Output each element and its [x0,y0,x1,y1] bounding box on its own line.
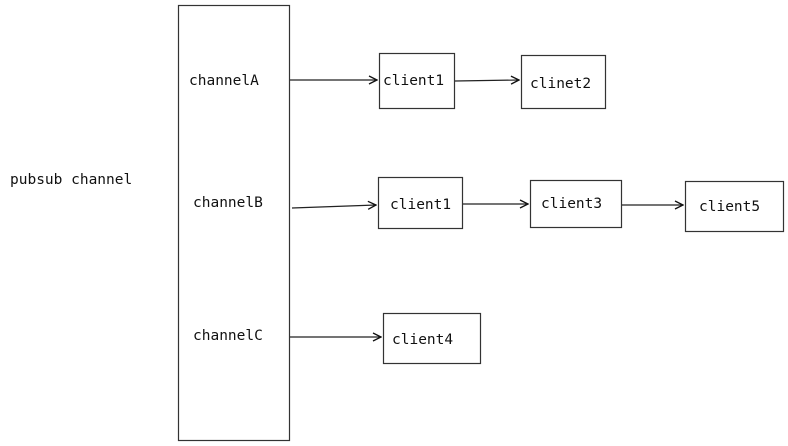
client-box-b3: client3 [529,179,623,229]
client-label: client3 [541,196,602,212]
channel-container [177,4,291,442]
client-box-b1: client1 [377,176,464,230]
channel-label-c: channelC [193,328,263,344]
client-box-a2: clinet2 [520,54,607,110]
client-label: client4 [392,332,453,348]
diagram-title: pubsub channel [10,172,132,188]
client-box-c4: client4 [382,312,482,365]
channel-label-b: channelB [193,195,263,211]
client-box-b5: client5 [684,180,785,233]
client-label: client5 [699,199,760,215]
arrow-channelB-client1 [291,205,376,208]
client-label: client1 [390,197,451,213]
arrow-client1-clinet2 [454,80,519,81]
channel-label-a: channelA [189,73,259,89]
client-label: clinet2 [530,76,591,92]
client-label: client1 [383,73,444,89]
client-box-a1: client1 [378,52,456,110]
